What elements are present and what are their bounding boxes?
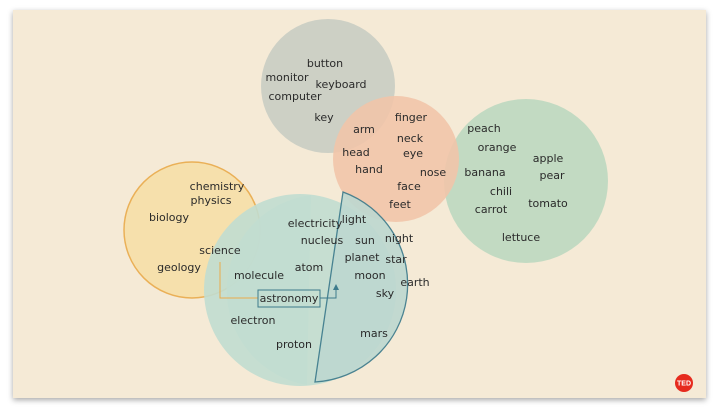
word-peach: peach — [467, 122, 501, 135]
word-moon: moon — [354, 269, 385, 282]
astronomy-box-label: astronomy — [260, 292, 319, 305]
word-biology: biology — [149, 211, 190, 224]
word-chemistry: chemistry — [190, 180, 245, 193]
astronomy-box — [257, 289, 321, 308]
science-astronomy-connector — [219, 262, 258, 299]
word-face: face — [397, 180, 421, 193]
word-night: night — [385, 232, 414, 245]
word-neck: neck — [397, 132, 424, 145]
word-light: light — [342, 213, 367, 226]
word-eye: eye — [403, 147, 423, 160]
word-keyboard: keyboard — [315, 78, 366, 91]
word-banana: banana — [464, 166, 505, 179]
word-feet: feet — [389, 198, 411, 211]
word-key: key — [314, 111, 334, 124]
word-carrot: carrot — [475, 203, 508, 216]
word-pear: pear — [539, 169, 564, 182]
ted-logo — [675, 374, 693, 392]
word-physics: physics — [190, 194, 231, 207]
word-computer: computer — [268, 90, 322, 103]
word-earth: earth — [400, 276, 429, 289]
word-proton: proton — [276, 338, 312, 351]
word-electricity: electricity — [288, 217, 343, 230]
word-mars: mars — [360, 327, 388, 340]
word-geology: geology — [157, 261, 201, 274]
body-cluster — [333, 96, 459, 222]
word-orange: orange — [478, 141, 517, 154]
word-molecule: molecule — [234, 269, 284, 282]
word-planet: planet — [345, 251, 381, 264]
word-apple: apple — [533, 152, 564, 165]
word-science: science — [199, 244, 241, 257]
astronomy-moon-connector — [320, 288, 337, 299]
word-lettuce: lettuce — [502, 231, 540, 244]
word-finger: finger — [395, 111, 428, 124]
word-head: head — [342, 146, 369, 159]
food-cluster — [444, 99, 608, 263]
word-atom: atom — [295, 261, 324, 274]
word-tomato: tomato — [528, 197, 568, 210]
word-arm: arm — [353, 123, 375, 136]
word-sun: sun — [355, 234, 375, 247]
arrow-head-icon — [333, 284, 339, 290]
word-sky: sky — [376, 287, 395, 300]
word-monitor: monitor — [265, 71, 309, 84]
word-chili: chili — [490, 185, 512, 198]
word-star: star — [385, 253, 407, 266]
word-electron: electron — [231, 314, 276, 327]
astronomy-cluster — [314, 191, 409, 383]
word-button: button — [307, 57, 343, 70]
ted-logo-text: TED — [677, 381, 691, 388]
word-nucleus: nucleus — [301, 234, 344, 247]
word-hand: hand — [355, 163, 383, 176]
word-nose: nose — [420, 166, 446, 179]
